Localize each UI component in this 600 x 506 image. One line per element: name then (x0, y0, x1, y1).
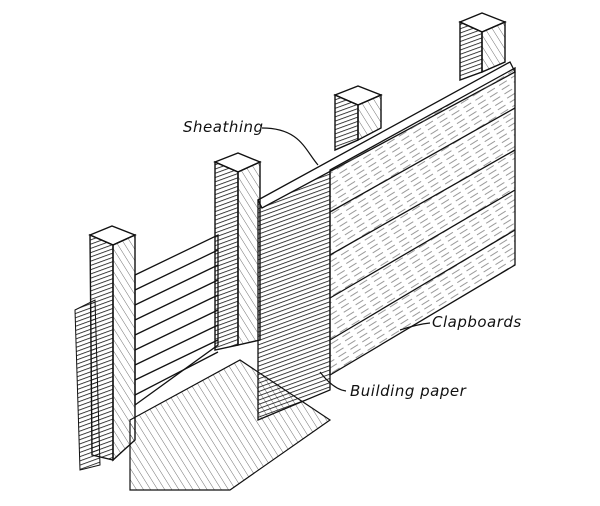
building-paper-label: Building paper (350, 382, 467, 400)
clapboards-label: Clapboards (432, 313, 522, 331)
building-paper-leader (319, 371, 347, 392)
sheathing-label: Sheathing (183, 118, 264, 136)
post-3 (333, 85, 383, 152)
sheathing-leader (261, 127, 319, 166)
post-4 (458, 12, 507, 81)
leader-lines (261, 127, 431, 392)
open-framing (134, 233, 219, 407)
clapboards-leader (399, 322, 431, 331)
post-1 (88, 225, 137, 462)
post-2 (213, 152, 262, 351)
clapboards-siding (329, 66, 516, 377)
